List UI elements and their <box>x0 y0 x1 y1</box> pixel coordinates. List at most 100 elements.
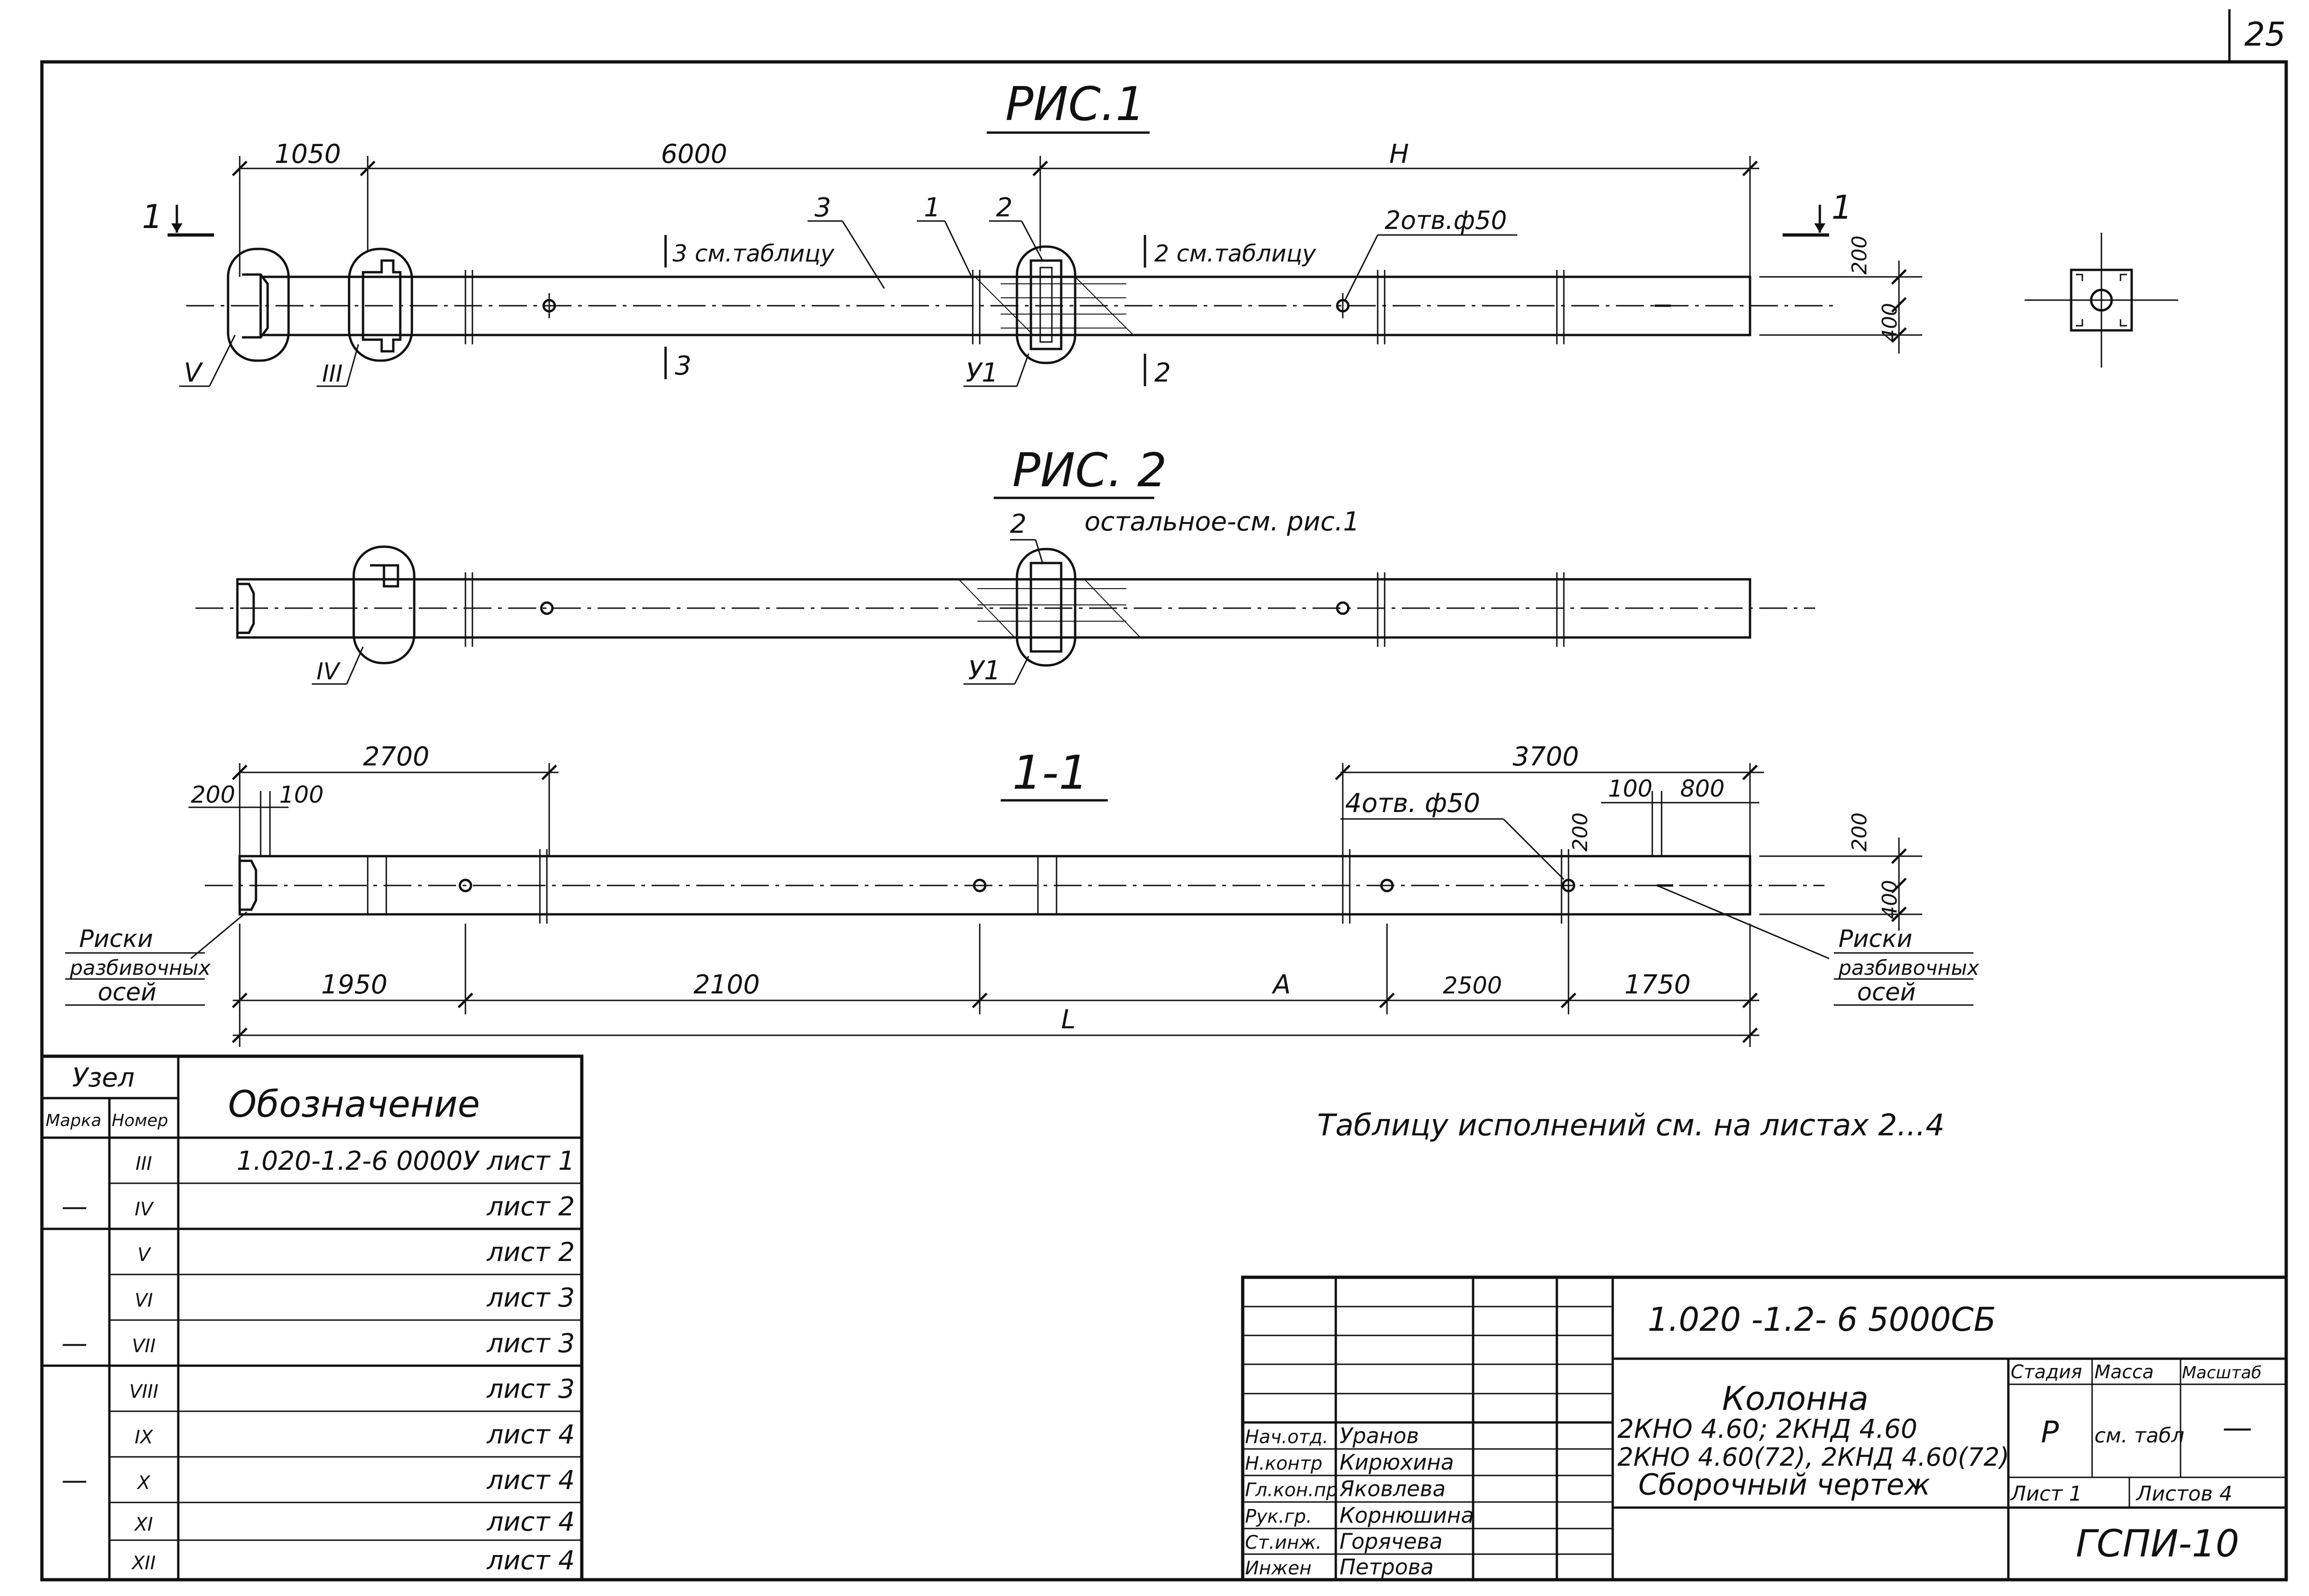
fig1-holes-label: 2отв.ф50 <box>1385 206 1507 235</box>
table-row-number: V <box>137 1244 151 1266</box>
fig2-note: остальное-см. рис.1 <box>1084 507 1360 537</box>
table-row-number: VII <box>132 1335 156 1357</box>
staff-role: Н.контр <box>1245 1453 1322 1475</box>
staff-name: Петрова <box>1340 1555 1434 1580</box>
sec11-dim-100a: 100 <box>279 781 323 808</box>
sec11-dim-3700: 3700 <box>1513 742 1579 772</box>
sec11-dim-l: L <box>1061 1005 1076 1035</box>
fig1-break-marks <box>464 270 1565 344</box>
sec11-dim-h400: 400 <box>1878 880 1902 919</box>
table-header-node: Узел <box>72 1063 135 1093</box>
title-name-4: Сборочный чертеж <box>1638 1468 1930 1502</box>
fig1-node-v: V <box>184 358 203 388</box>
fig1-drawing: РИС.1 1050 6000 H <box>142 77 2178 388</box>
sec11-dim-200: 200 <box>191 781 235 808</box>
sec11-dim-h200b: 200 <box>1848 812 1871 852</box>
table-row-number: XII <box>131 1553 156 1574</box>
table-row-designation: лист 2 <box>486 1192 575 1222</box>
fig1-dim-6000: 6000 <box>661 139 727 169</box>
sec11-dim-1750: 1750 <box>1624 970 1691 1000</box>
scale-value: — <box>2222 1411 2252 1445</box>
staff-name: Кирюхина <box>1340 1450 1454 1475</box>
table-row-designation: лист 4 <box>486 1546 575 1576</box>
sec11-left-note-2: разбивочных <box>69 956 211 980</box>
sec11-dim-2100: 2100 <box>693 970 760 1000</box>
title-name-1: Колонна <box>1722 1380 1869 1418</box>
fig1-cut-left: 1 <box>142 198 163 236</box>
title-name-2: 2КНО 4.60; 2КНД 4.60 <box>1617 1414 1917 1444</box>
table-row-designation: лист 2 <box>486 1237 575 1267</box>
fig1-h400: 400 <box>1878 303 1902 342</box>
mass-value: см. табл <box>2094 1424 2184 1448</box>
staff-role: Гл.кон.пр <box>1245 1480 1338 1501</box>
staff-name: Уранов <box>1340 1423 1419 1448</box>
sheet-frame <box>40 9 2288 1582</box>
sec11-dim-100b: 100 <box>1608 775 1652 802</box>
sec11-break-marks <box>539 849 1569 924</box>
title-code: 1.020 -1.2- 6 5000СБ <box>1648 1301 1996 1339</box>
fig2-break-marks <box>464 572 1565 647</box>
section-1-1-drawing: 1-1 2700 200 100 <box>65 742 1979 1047</box>
staff-role: Инжен <box>1245 1558 1312 1579</box>
table-row-number: VIII <box>129 1381 159 1402</box>
stage-value: Р <box>2041 1415 2059 1450</box>
staff-role: Нач.отд. <box>1245 1427 1328 1448</box>
stage-label: Стадия <box>2011 1361 2082 1383</box>
fig2-title: РИС. 2 <box>1012 443 1167 497</box>
scale-label: Масштаб <box>2182 1363 2262 1382</box>
sec11-title: 1-1 <box>1012 745 1088 800</box>
sec11-left-note-3: осей <box>98 979 156 1006</box>
fig1-sec2-bottom: 2 <box>1154 358 1171 388</box>
fig1-pos-3: 3 <box>815 193 831 223</box>
table-header-designation: Обозначение <box>228 1084 480 1126</box>
table-row-number: IV <box>135 1199 154 1220</box>
fig1-cut-right: 1 <box>1831 188 1852 227</box>
fig1-dim-1050: 1050 <box>275 139 341 169</box>
sec11-right-note-3: осей <box>1857 979 1916 1006</box>
table-row-number: III <box>135 1153 152 1174</box>
table-row-designation: лист 3 <box>486 1374 575 1404</box>
fig1-cross-section <box>2025 233 2178 368</box>
sec11-holes-label: 4отв. ф50 <box>1345 788 1480 818</box>
fig1-pos-2: 2 <box>996 193 1013 223</box>
sec11-left-note-1: Риски <box>79 925 153 953</box>
staff-name: Горячева <box>1340 1529 1442 1554</box>
sec11-dim-2500: 2500 <box>1443 972 1502 999</box>
fig2-node-u1: У1 <box>968 656 1001 686</box>
sec11-right-note-1: Риски <box>1838 925 1912 953</box>
sec11-dim-1950: 1950 <box>321 970 388 1000</box>
fig2-drawing: РИС. 2 остальное-см. рис.1 2 <box>195 443 1815 686</box>
fig1-title: РИС.1 <box>1005 77 1145 131</box>
fig1-node-iii: III <box>322 360 343 387</box>
fig2-embedded-hatch <box>958 579 1141 638</box>
table-row-mark: — <box>61 1328 88 1359</box>
table-row-designation: лист 4 <box>486 1465 575 1495</box>
table-row-mark: — <box>61 1465 88 1495</box>
table-row-designation: лист 4 <box>486 1507 575 1537</box>
fig1-dim-h: H <box>1389 139 1409 169</box>
title-block: 1.020 -1.2- 6 5000СБ Колонна 2КНО 4.60; … <box>1241 1275 2288 1582</box>
mass-label: Масса <box>2094 1361 2154 1383</box>
fig1-sec3-bottom: 3 <box>675 351 692 381</box>
sec11-dim-800: 800 <box>1680 775 1724 802</box>
title-name-3: 2КНО 4.60(72), 2КНД 4.60(72) <box>1617 1442 2009 1472</box>
fig1-embedded-hatch <box>975 276 1134 335</box>
fig1-h200: 200 <box>1848 235 1871 275</box>
fig1-node-u1: У1 <box>966 358 998 388</box>
fig2-pos-2: 2 <box>1010 509 1027 539</box>
sec11-dim-2700: 2700 <box>363 742 430 772</box>
staff-name: Яковлева <box>1339 1476 1446 1502</box>
sec11-right-note-2: разбивочных <box>1838 956 1979 980</box>
sheet-number: 25 <box>2244 15 2286 54</box>
fig1-sec2-top: 2 см.таблицу <box>1154 240 1317 267</box>
table-row-designation: лист 4 <box>486 1420 575 1450</box>
sec11-dim-a: A <box>1272 970 1291 1000</box>
staff-role: Рук.гр. <box>1245 1506 1312 1528</box>
table-row-mark: — <box>61 1192 88 1222</box>
sheet-label: Лист 1 <box>2010 1482 2082 1506</box>
